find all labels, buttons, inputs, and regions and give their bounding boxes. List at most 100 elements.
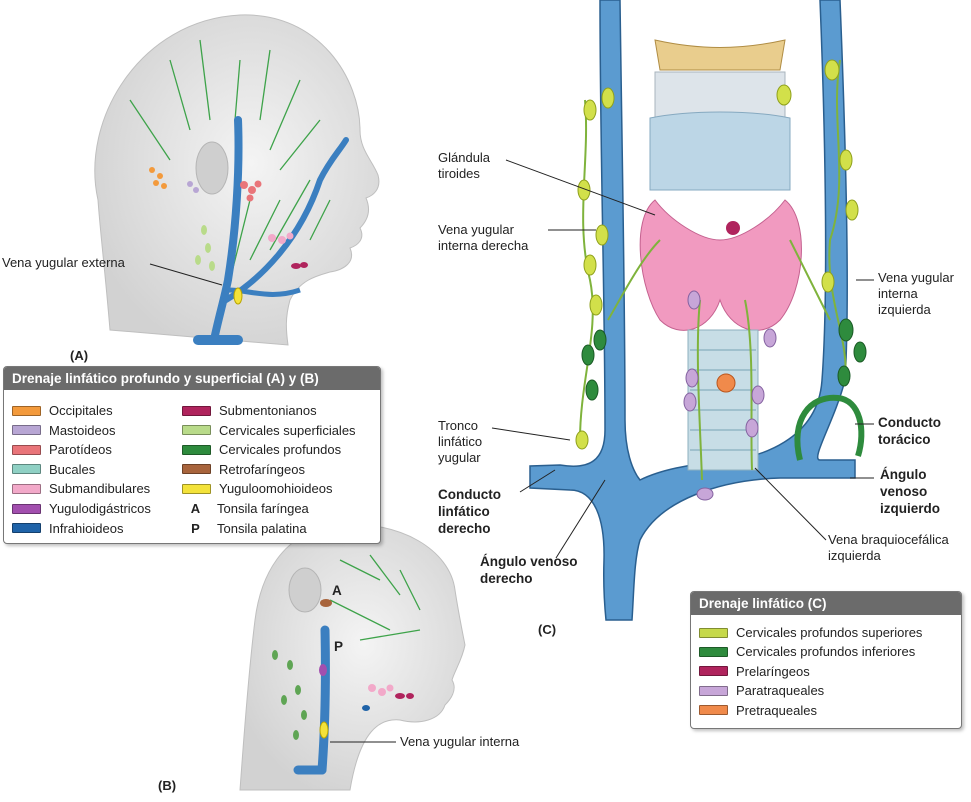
legend-swatch: [12, 503, 41, 514]
legend-label: Occipitales: [49, 403, 113, 418]
label-thyroid-line2: tiroides: [438, 166, 480, 181]
label-right-ij: Vena yugular interna derecha: [438, 222, 528, 254]
legend-label: Cervicales profundos: [219, 442, 342, 458]
legend-label: Retrofaríngeos: [219, 461, 305, 477]
legend-label: Submandibulares: [49, 481, 151, 497]
legend-swatch: [12, 483, 41, 494]
label-left-ij-line3: izquierda: [878, 302, 931, 317]
head-a-figure: [94, 14, 380, 346]
label-left-angle-line1: Ángulo: [880, 467, 927, 482]
label-thyroid: Glándula tiroides: [438, 150, 490, 182]
legend-swatch: [182, 425, 211, 436]
legend-item-prelaringeos: Prelaríngeos: [699, 664, 810, 679]
label-left-ij: Vena yugular interna izquierda: [878, 270, 954, 318]
legend-item-cervicales-superficiales: Cervicales superficiales: [182, 423, 356, 438]
legend-item-pretraqueales: Pretraqueales: [699, 703, 817, 718]
legend-label: Parotídeos: [49, 442, 112, 458]
label-int-jugular-b: Vena yugular interna: [400, 734, 520, 749]
legend-label: Paratraqueales: [736, 683, 825, 699]
legend-label: Submentonianos: [219, 403, 317, 418]
label-thyroid-line1: Glándula: [438, 150, 491, 165]
legend-swatch: [12, 425, 41, 436]
legend-item-yuguloomohioideos: Yuguloomohioideos: [182, 481, 332, 496]
label-thoracic-duct: Conducto torácico: [878, 414, 941, 448]
label-tonsil-p: P: [334, 639, 344, 654]
label-right-angle-line1: Ángulo venoso: [480, 554, 578, 569]
legend-label: Pretraqueales: [736, 702, 817, 718]
legend-item-tonsila-palatina: P Tonsila palatina: [182, 520, 307, 536]
label-right-duct-line3: derecho: [438, 521, 491, 536]
label-right-ij-line1: Vena yugular: [438, 222, 514, 237]
label-left-angle-line3: izquierdo: [880, 501, 940, 516]
legend-item-submandibulares: Submandibulares: [12, 481, 150, 496]
legend-item-cervicales-profundos: Cervicales profundos: [182, 442, 341, 457]
legend-ab: Drenaje linfático profundo y superficial…: [3, 366, 381, 544]
label-jug-trunk-line3: yugular: [438, 450, 481, 465]
legend-item-submentonianos: Submentonianos: [182, 403, 317, 418]
head-b-figure: [239, 523, 466, 791]
legend-swatch: [182, 483, 211, 494]
legend-swatch: [12, 444, 41, 455]
legend-swatch: [182, 444, 211, 455]
legend-key-letter: A: [190, 501, 201, 516]
label-right-duct-line2: linfático: [438, 504, 490, 519]
label-left-brachio: Vena braquiocefálica izquierda: [828, 532, 949, 564]
legend-swatch: [12, 405, 41, 416]
legend-label: Mastoideos: [49, 422, 116, 438]
legend-swatch: [699, 685, 728, 696]
legend-label: Prelaríngeos: [736, 663, 810, 679]
leader-lines: [149, 159, 874, 743]
label-left-angle: Ángulo venoso izquierdo: [880, 466, 940, 517]
legend-swatch: [699, 705, 728, 716]
legend-label: Bucales: [49, 461, 96, 477]
label-left-ij-line2: interna: [878, 286, 918, 301]
legend-key-letter: P: [191, 520, 200, 536]
legend-item-cervicales-profundos-superiores: Cervicales profundos superiores: [699, 625, 922, 640]
legend-label: Cervicales profundos inferiores: [736, 644, 916, 660]
legend-swatch: [12, 523, 41, 534]
panel-label-b: (B): [158, 778, 177, 793]
label-right-duct-line1: Conducto: [438, 487, 501, 502]
legend-swatch: [12, 464, 41, 475]
neck-panel-c: [529, 0, 867, 621]
panel-label-c: (C): [538, 622, 557, 637]
legend-label: Tonsila faríngea: [217, 501, 309, 516]
legend-item-yugulodigastricos: Yugulodigástricos: [12, 501, 151, 516]
label-left-brachio-line2: izquierda: [828, 548, 881, 563]
legend-item-tonsila-faringea: A Tonsila faríngea: [182, 501, 309, 516]
label-left-angle-line2: venoso: [880, 484, 928, 499]
legend-label: Tonsila palatina: [217, 520, 307, 536]
legend-item-bucales: Bucales: [12, 462, 95, 477]
legend-item-infrahioideos: Infrahioideos: [12, 521, 123, 536]
legend-swatch: [699, 666, 728, 677]
label-jug-trunk-line1: Tronco: [438, 418, 478, 433]
legend-label: Infrahioideos: [49, 520, 124, 536]
legend-c-title: Drenaje linfático (C): [691, 592, 961, 615]
label-right-angle-line2: derecho: [480, 571, 533, 586]
label-left-brachio-line1: Vena braquiocefálica: [828, 532, 949, 547]
label-thoracic-duct-line1: Conducto: [878, 415, 941, 430]
legend-swatch: [182, 405, 211, 416]
legend-item-retrofaringeos: Retrofaríngeos: [182, 462, 305, 477]
label-jug-trunk: Tronco linfático yugular: [438, 418, 482, 466]
label-left-ij-line1: Vena yugular: [878, 270, 954, 285]
legend-label: Cervicales profundos superiores: [736, 625, 923, 640]
panel-label-a: (A): [70, 348, 89, 363]
legend-c: Drenaje linfático (C) Cervicales profund…: [690, 591, 962, 729]
label-tonsil-a: A: [332, 583, 342, 598]
label-ext-jugular: Vena yugular externa: [2, 255, 125, 270]
label-thoracic-duct-line2: torácico: [878, 432, 931, 447]
label-jug-trunk-line2: linfático: [438, 434, 483, 449]
legend-item-occipitales: Occipitales: [12, 403, 113, 418]
legend-label: Cervicales superficiales: [219, 422, 356, 438]
legend-item-paratraqueales: Paratraqueales: [699, 683, 824, 698]
legend-swatch: [699, 646, 728, 657]
legend-item-mastoideos: Mastoideos: [12, 423, 115, 438]
legend-label: Yugulodigástricos: [49, 501, 151, 516]
legend-swatch: [182, 464, 211, 475]
label-right-angle: Ángulo venoso derecho: [480, 553, 578, 587]
label-right-duct: Conducto linfático derecho: [438, 486, 501, 537]
legend-item-cervicales-profundos-inferiores: Cervicales profundos inferiores: [699, 644, 915, 659]
legend-ab-title: Drenaje linfático profundo y superficial…: [4, 367, 380, 390]
